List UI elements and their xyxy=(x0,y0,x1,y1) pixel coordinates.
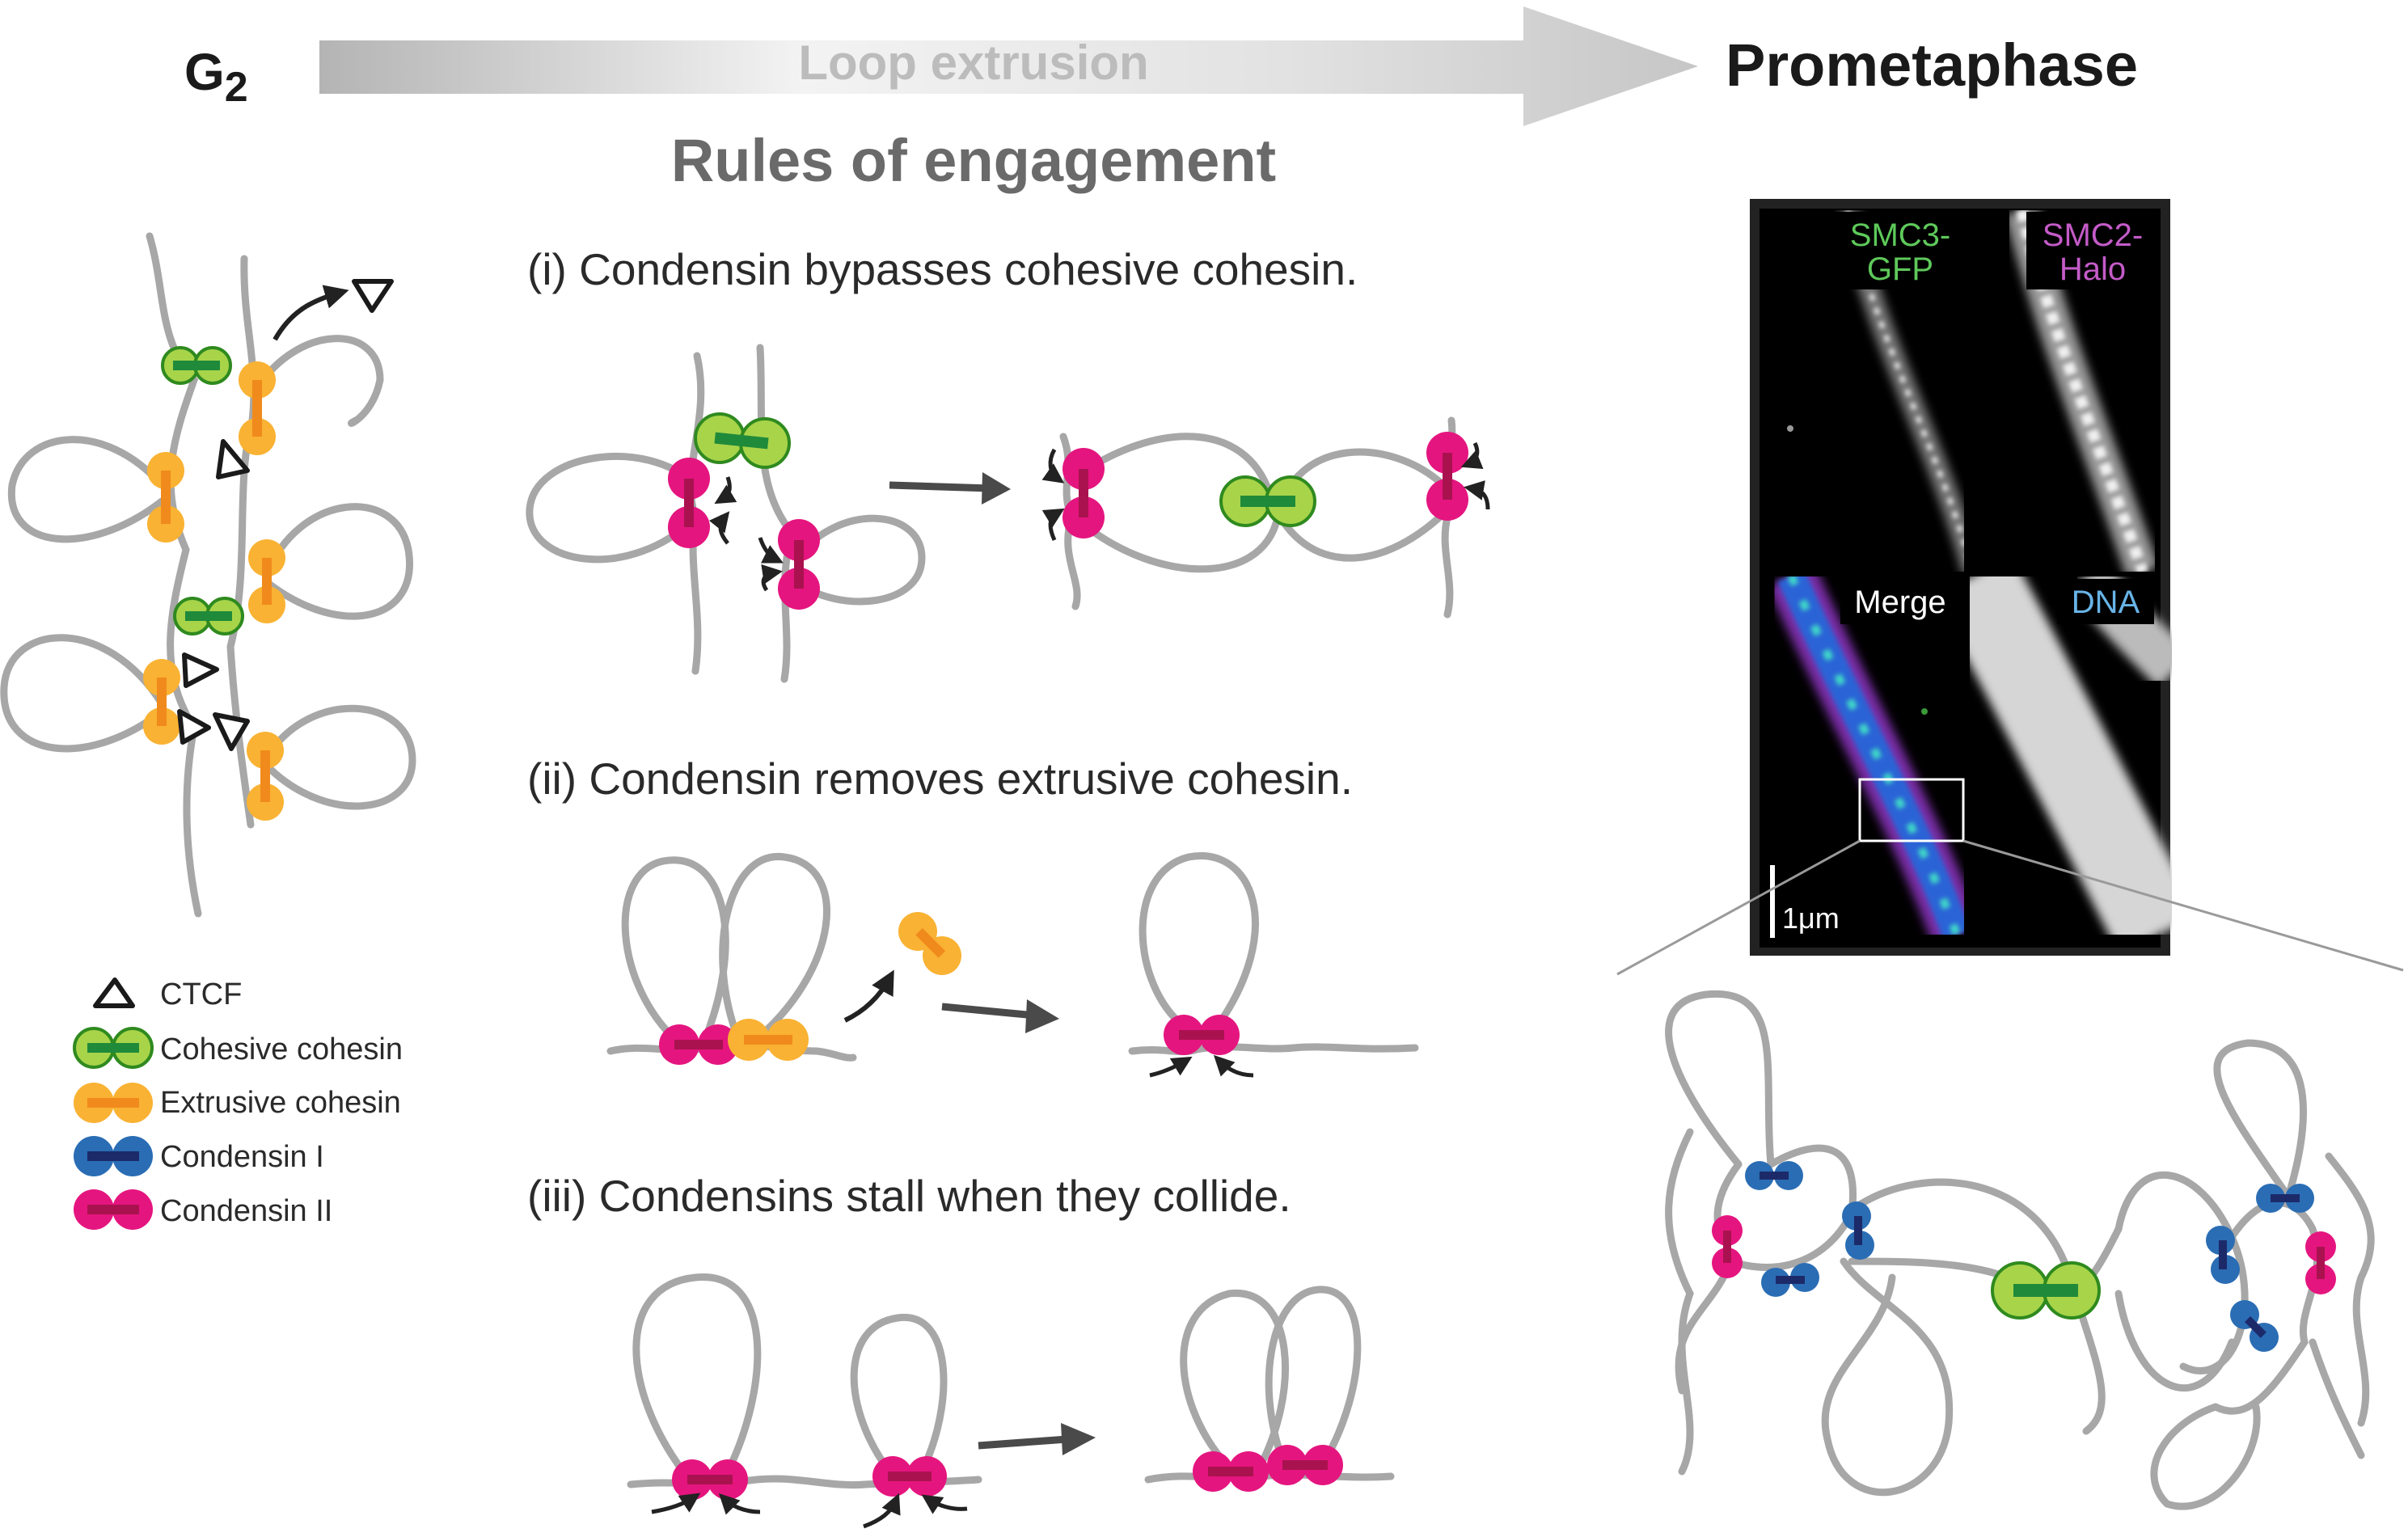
zoom-guide-line xyxy=(1616,839,1861,976)
condensin-2-icon xyxy=(668,458,710,548)
svg-text:DNA: DNA xyxy=(2072,585,2140,620)
extrusive-cohesin-icon xyxy=(143,659,180,745)
ctcf-icon xyxy=(216,439,250,479)
condensin-2-icon xyxy=(672,1459,748,1500)
condensin-1-icon xyxy=(1761,1263,1819,1297)
g2-chromatin-diagram xyxy=(0,232,416,918)
rule-1-diagram xyxy=(526,344,1490,683)
extrusive-cohesin-icon xyxy=(248,539,285,623)
transition-arrow xyxy=(978,1435,1068,1450)
rule-2-diagram xyxy=(606,852,1419,1078)
condensin-2-icon xyxy=(74,1189,153,1230)
transition-arrow xyxy=(889,481,991,492)
legend-item-extrusive-cohesin: Extrusive cohesin xyxy=(74,1083,401,1123)
rules-title: Rules of engagement xyxy=(671,127,1276,194)
scale-bar-label: 1μm xyxy=(1782,902,1840,935)
rule-3-diagram xyxy=(627,1273,1395,1529)
svg-text:CTCF: CTCF xyxy=(160,978,242,1011)
micrograph-label-smc2-halo: SMC2- Halo xyxy=(2026,212,2156,289)
ctcf-icon xyxy=(93,978,135,1008)
condensin-1-icon xyxy=(74,1136,153,1176)
legend-item-condensin-1: Condensin I xyxy=(74,1136,324,1176)
prometaphase-chromatin-diagram xyxy=(1665,990,2375,1510)
cohesive-cohesin-icon xyxy=(161,346,232,385)
condensin-1-icon xyxy=(1842,1201,1874,1260)
ctcf-release-arrow xyxy=(272,285,349,341)
condensin-2-icon xyxy=(872,1456,947,1497)
header: G2 Loop extrusion Prometaphase Rules of … xyxy=(184,6,2138,194)
condensin-2-icon xyxy=(1712,1215,1743,1278)
svg-text:Extrusive cohesin: Extrusive cohesin xyxy=(160,1086,401,1120)
micrograph-label-dna: DNA xyxy=(2057,579,2154,624)
legend-item-condensin-2: Condensin II xyxy=(74,1189,332,1230)
extrusive-cohesin-icon xyxy=(147,452,184,543)
condensin-2-icon xyxy=(1426,432,1468,521)
loop-extrusion-arrow xyxy=(319,6,1698,126)
extrusive-cohesin-icon xyxy=(74,1083,153,1123)
svg-text:Condensin I: Condensin I xyxy=(160,1140,324,1174)
cohesive-cohesin-icon xyxy=(73,1027,154,1069)
svg-text:Halo: Halo xyxy=(2059,251,2126,287)
condensin-1-icon xyxy=(2230,1300,2279,1352)
g2-label: G2 xyxy=(184,43,248,111)
condensin-1-icon xyxy=(2206,1226,2240,1284)
svg-text:SMC2-: SMC2- xyxy=(2043,217,2143,253)
extrusive-cohesin-icon xyxy=(239,361,276,455)
extrusive-cohesin-icon xyxy=(898,912,961,975)
cohesive-cohesin-icon xyxy=(173,597,244,635)
ctcf-icon xyxy=(213,712,250,751)
condensin-2-icon xyxy=(1267,1445,1343,1485)
micrograph-label-smc3-gfp: SMC3- GFP xyxy=(1832,212,1962,289)
svg-text:GFP: GFP xyxy=(1867,251,1933,287)
extrusive-cohesin-icon xyxy=(728,1019,809,1061)
svg-text:Condensin II: Condensin II xyxy=(160,1194,332,1228)
prometaphase-label: Prometaphase xyxy=(1726,32,2138,99)
zoom-guide-line xyxy=(1962,839,2404,972)
cohesive-cohesin-icon xyxy=(694,412,791,469)
condensin-1-icon xyxy=(1745,1161,1803,1190)
transition-arrow xyxy=(941,1003,1036,1020)
ctcf-icon xyxy=(182,652,219,688)
micrograph-panel: SMC3- GFP SMC2- Halo Merge DNA 1μm xyxy=(1750,199,2172,956)
cohesive-cohesin-icon xyxy=(1219,475,1316,527)
condensin-1-icon xyxy=(2256,1184,2314,1213)
condensin-2-icon xyxy=(1062,448,1105,538)
condensin-2-icon xyxy=(1193,1451,1269,1492)
cohesive-cohesin-icon xyxy=(1991,1261,2101,1320)
condensin-2-icon xyxy=(1164,1015,1240,1055)
svg-text:Merge: Merge xyxy=(1854,585,1945,620)
extrusive-cohesin-icon xyxy=(247,732,284,821)
legend: CTCF Cohesive cohesin Extrusive cohesin xyxy=(73,978,403,1230)
legend-item-cohesive-cohesin: Cohesive cohesin xyxy=(73,1027,403,1069)
g2-proteins xyxy=(143,279,394,821)
condensin-2-icon xyxy=(778,519,820,610)
ctcf-icon xyxy=(177,709,211,745)
condensin-2-icon xyxy=(659,1024,738,1065)
condensin-2-icon xyxy=(2305,1231,2336,1294)
rule-2-text: (ii) Condensin removes extrusive cohesin… xyxy=(527,754,1353,804)
micrograph-label-merge: Merge xyxy=(1840,579,1962,624)
zoom-box xyxy=(1858,778,1965,842)
loop-extrusion-label: Loop extrusion xyxy=(798,36,1148,90)
svg-text:Cohesive cohesin: Cohesive cohesin xyxy=(160,1032,403,1066)
rule-1-text: (i) Condensin bypasses cohesive cohesin. xyxy=(527,244,1358,294)
rule-3-text: (iii) Condensins stall when they collide… xyxy=(527,1171,1291,1221)
legend-item-ctcf: CTCF xyxy=(93,978,242,1011)
svg-text:SMC3-: SMC3- xyxy=(1850,217,1950,253)
ctcf-icon xyxy=(352,279,394,313)
